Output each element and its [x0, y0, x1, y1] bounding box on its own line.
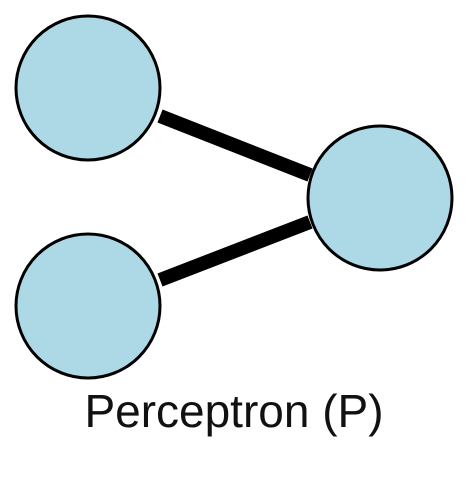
network-graph [14, 14, 454, 380]
node-input-bottom [14, 232, 162, 380]
edge-bottom-to-output [157, 215, 313, 287]
node-output [306, 124, 454, 272]
node-input-top [14, 14, 162, 162]
diagram-caption: Perceptron (P) [84, 385, 384, 437]
edge-top-to-output [157, 109, 313, 182]
